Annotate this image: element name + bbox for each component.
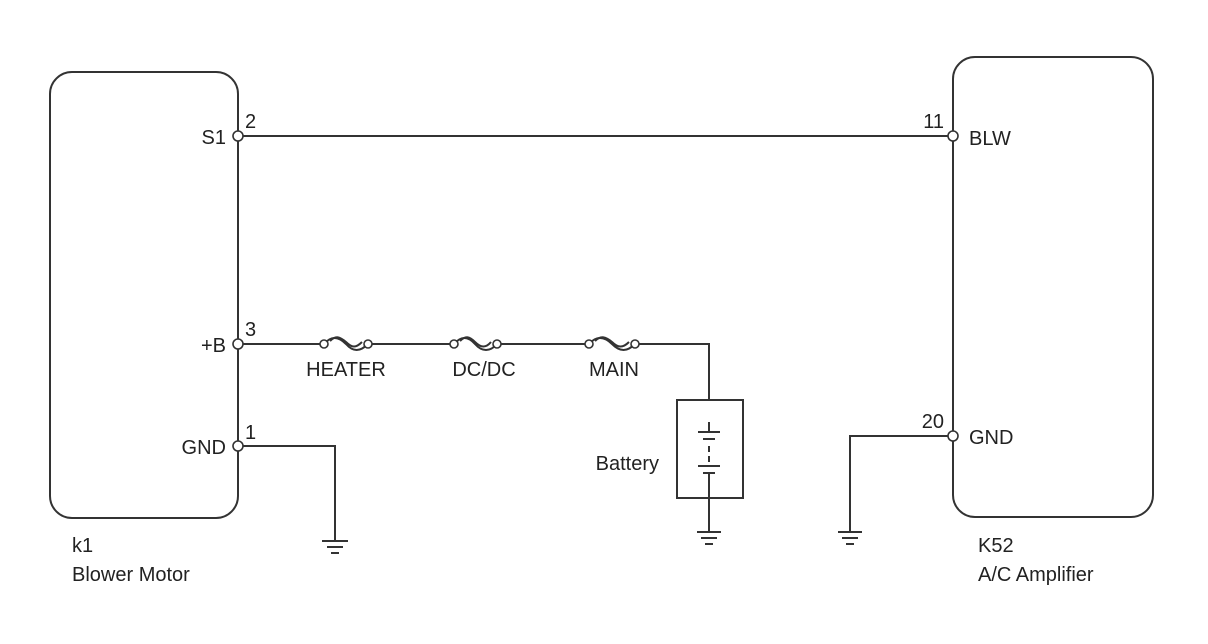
- pin-number-gnd-amplifier: 20: [922, 411, 944, 433]
- fuse-label-dcdc: DC/DC: [452, 359, 515, 381]
- terminal-blw: [947, 130, 959, 142]
- fuse-label-main: MAIN: [589, 359, 639, 381]
- blower-motor-box: [49, 71, 239, 519]
- pin-number-gnd-blower: 1: [245, 422, 256, 444]
- ground-icon: [838, 531, 862, 545]
- battery-symbol: [676, 399, 744, 532]
- wire-blower-gnd: [238, 445, 336, 541]
- main-fuse: [584, 336, 640, 351]
- ground-icon: [697, 531, 721, 545]
- heater-fuse: [319, 336, 373, 351]
- ac-amplifier-box: [952, 56, 1154, 518]
- terminal-gnd-amplifier: [947, 430, 959, 442]
- blower-motor-code: k1: [72, 535, 93, 557]
- ac-amplifier-name: A/C Amplifier: [978, 564, 1094, 586]
- wire-amp-gnd: [849, 435, 953, 532]
- ac-amplifier-code: K52: [978, 535, 1014, 557]
- wire-main-battery: [635, 343, 710, 422]
- fuse-label-heater: HEATER: [306, 359, 386, 381]
- pin-label-plus-b: +B: [201, 335, 226, 357]
- pin-number-plus-b: 3: [245, 319, 256, 341]
- pin-number-s1: 2: [245, 111, 256, 133]
- pin-label-gnd-blower: GND: [182, 437, 226, 459]
- dcdc-fuse: [449, 336, 502, 351]
- pin-label-s1: S1: [202, 127, 226, 149]
- terminal-plus-b: [232, 338, 244, 350]
- battery-label: Battery: [596, 453, 659, 475]
- pin-label-blw: BLW: [969, 128, 1011, 150]
- terminal-gnd-blower: [232, 440, 244, 452]
- pin-label-gnd-amplifier: GND: [969, 427, 1013, 449]
- pin-number-blw: 11: [923, 111, 944, 133]
- blower-motor-name: Blower Motor: [72, 564, 190, 586]
- ground-icon: [322, 540, 348, 554]
- terminal-s1: [232, 130, 244, 142]
